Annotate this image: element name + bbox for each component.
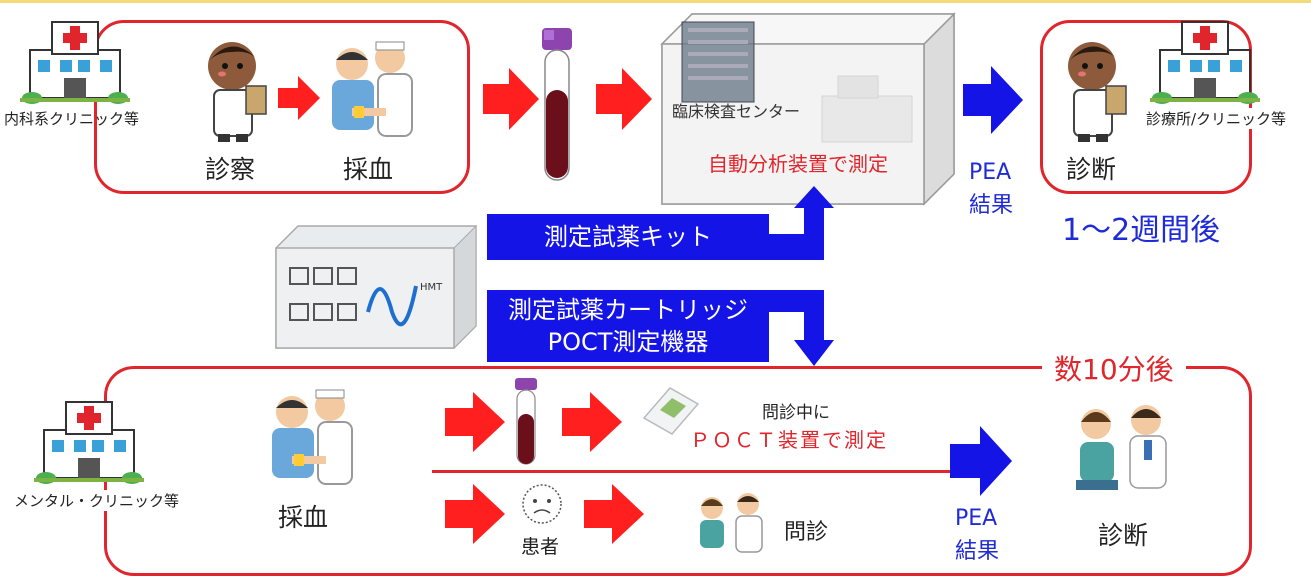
- blood-draw-icon: [332, 41, 413, 137]
- red-arrow-icon: [562, 392, 622, 452]
- doctor-icon: [208, 42, 267, 142]
- building-icon: [681, 21, 755, 103]
- blood-tube-icon: [542, 28, 572, 181]
- red-arrow-icon: [278, 76, 320, 120]
- cartridge-label-1: 測定試薬カートリッジ: [508, 296, 748, 324]
- blue-elbow-arrow-icon: [768, 290, 834, 366]
- top-result-label-1: PEA: [969, 160, 1012, 185]
- top-dest-clinic-label: 診療所/クリニック等: [1146, 108, 1287, 129]
- top-blood-label: 採血: [343, 155, 394, 184]
- bottom-result-label-2: 結果: [955, 539, 1000, 564]
- hospital-icon: [20, 21, 130, 104]
- red-arrow-icon: [584, 484, 644, 544]
- top-dest-frame: [1040, 20, 1252, 194]
- patient-face-icon: [522, 484, 562, 524]
- reagent-kit-box: 測定試薬キット: [487, 214, 769, 260]
- top-exam-label: 診察: [205, 155, 256, 184]
- reagent-cartridge-box: 測定試薬カートリッジ POCT測定機器: [487, 290, 769, 362]
- blue-elbow-arrow-icon: [768, 186, 834, 260]
- blue-arrow-icon: [963, 66, 1023, 134]
- blue-arrow-icon: [950, 426, 1012, 496]
- cartridge-label-2: POCT測定機器: [547, 328, 709, 356]
- blood-draw-icon: [272, 389, 353, 485]
- blood-tube-icon: [515, 378, 537, 465]
- hospital-icon: [1150, 21, 1260, 104]
- poct-device-icon: [275, 224, 477, 350]
- bottom-diagnosis-label: 診断: [1098, 521, 1149, 550]
- red-arrow-icon: [445, 484, 505, 544]
- bottom-result-label-1: PEA: [955, 506, 998, 531]
- top-result-label-2: 結果: [969, 193, 1014, 218]
- hospital-icon: [34, 401, 144, 484]
- red-arrow-icon: [445, 392, 505, 452]
- poct-measure-text: ＰＯＣＴ装置で測定: [690, 428, 888, 452]
- top-timing-label: 1～2週間後: [1062, 213, 1221, 248]
- device-brand: HMT: [420, 282, 443, 293]
- consultation-icon: [700, 493, 763, 553]
- red-arrow-icon: [483, 68, 539, 130]
- bottom-clinic-label: メンタル・クリニック等: [14, 490, 180, 511]
- analyzer-machine-icon: [821, 75, 913, 143]
- doctor-icon: [1068, 42, 1127, 142]
- lab-center-name: 臨床検査センター: [672, 102, 801, 121]
- bottom-blood-label: 採血: [278, 503, 329, 532]
- flow-divider-line: [432, 470, 952, 473]
- lab-measure-text: 自動分析装置で測定: [708, 152, 888, 176]
- top-clinic-label: 内科系クリニック等: [4, 110, 140, 128]
- during-interview-text: 問診中に: [762, 403, 830, 423]
- red-arrow-icon: [596, 68, 652, 130]
- consultation-icon: [1076, 405, 1167, 490]
- poct-cartridge-icon: [642, 387, 700, 435]
- patient-label: 患者: [521, 536, 560, 558]
- lab-center-box: [660, 12, 956, 206]
- interview-label: 問診: [784, 520, 829, 545]
- top-divider: [0, 0, 1311, 3]
- bottom-timing-label: 数10分後: [1042, 348, 1186, 388]
- top-diagnosis-label: 診断: [1066, 155, 1117, 184]
- top-clinic-frame: [94, 20, 470, 194]
